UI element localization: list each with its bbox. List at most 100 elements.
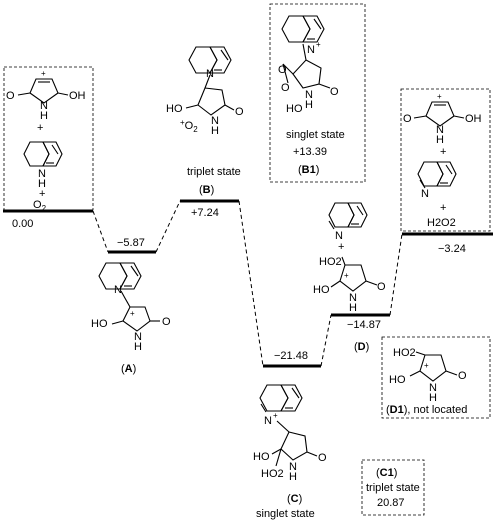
- D-O: O: [377, 281, 386, 293]
- C1-box: [361, 459, 425, 516]
- D1-HO: HO: [389, 374, 406, 386]
- D-H: H: [349, 302, 357, 314]
- label-C1: (C1): [376, 467, 397, 479]
- C-HO: HO: [253, 451, 270, 463]
- D-HO2: HO2: [319, 256, 342, 268]
- thq-N: N: [38, 168, 46, 180]
- structure-D: N + HO2 + HO O N H: [313, 202, 386, 314]
- energy-A: −5.87: [117, 237, 145, 249]
- plus-1: +: [37, 122, 43, 134]
- B-O2: +O2: [180, 118, 198, 134]
- label-D1: (D1), not located: [386, 404, 467, 416]
- label-B1: (B1): [298, 164, 319, 176]
- energy-products: −3.24: [438, 243, 466, 255]
- structure-C: N + HO O N H HO2: [253, 384, 327, 483]
- energy-B: +7.24: [191, 207, 219, 219]
- plus-3: +: [440, 146, 446, 158]
- reactant-O: O: [6, 90, 15, 102]
- connector-C-D: [320, 314, 332, 367]
- label-D: (D): [354, 341, 369, 353]
- state-B1: singlet state: [286, 129, 345, 141]
- D-radical-plus: +: [344, 271, 349, 280]
- C-H: H: [289, 471, 297, 483]
- connector-B-C: [238, 200, 264, 367]
- state-B: triplet state: [187, 166, 241, 178]
- C-O: O: [318, 452, 327, 464]
- C-plus: +: [273, 411, 278, 420]
- B1-N: N: [307, 44, 315, 56]
- reactant-radical-plus: +: [41, 69, 46, 78]
- products-box: [400, 88, 491, 232]
- C-N2: N: [289, 461, 297, 473]
- reactant-N: N: [40, 100, 48, 112]
- dhq-N: N: [421, 188, 429, 200]
- product-H2O2: H2O2: [427, 217, 456, 229]
- plus-4: +: [440, 202, 446, 214]
- A-H: H: [134, 341, 142, 353]
- B1-box: [269, 3, 366, 183]
- reactant-H: H: [40, 110, 48, 122]
- reactant-pyrrolone: + O OH N H: [6, 69, 86, 122]
- product-H: H: [436, 134, 444, 146]
- reactants-box: [3, 66, 94, 211]
- B-N2: N: [211, 115, 219, 127]
- D-N: N: [335, 230, 343, 242]
- label-A: (A): [121, 363, 136, 375]
- D1-box: [381, 336, 491, 419]
- B1-O-carbonyl: O: [330, 86, 339, 98]
- D-plus: +: [338, 241, 344, 253]
- product-dihydroquinoline: N: [417, 161, 457, 200]
- structure-B: N HO O N H +O2: [166, 46, 244, 137]
- B-O: O: [235, 106, 244, 118]
- state-C: singlet state: [256, 508, 315, 520]
- A-HO: HO: [91, 318, 108, 330]
- connector-A-B: [155, 200, 181, 253]
- B1-N2: N: [305, 89, 313, 101]
- energy-reactants: 0.00: [12, 218, 33, 230]
- B-H: H: [211, 125, 219, 137]
- energy-B1: +13.39: [293, 146, 327, 158]
- reactant-tetrahydroquinoline: N H: [23, 141, 63, 190]
- structure-A: N + HO O N H: [91, 262, 171, 353]
- B1-HO: HO: [286, 103, 303, 115]
- C-N: N: [264, 415, 272, 427]
- A-N2: N: [134, 331, 142, 343]
- product-pyrrolone: + O OH N H: [403, 92, 482, 146]
- A-O: O: [162, 316, 171, 328]
- A-plus: +: [130, 309, 135, 318]
- structure-D1: HO2 + HO O N H: [389, 347, 467, 404]
- B1-O-bottom: O: [281, 82, 290, 94]
- reactant-O2: O2: [33, 199, 47, 213]
- C-HO2: HO2: [261, 468, 284, 480]
- D-N2: N: [349, 292, 357, 304]
- energy-C: −21.48: [274, 350, 308, 362]
- label-C: (C): [287, 493, 302, 505]
- label-B: (B): [199, 184, 214, 196]
- product-OH: OH: [465, 113, 482, 125]
- D1-O: O: [458, 370, 467, 382]
- product-plus-charge: +: [437, 92, 442, 101]
- B1-O-top: O: [278, 64, 287, 76]
- thq-H: H: [38, 178, 46, 190]
- B-N: N: [206, 68, 214, 80]
- D-HO: HO: [313, 284, 330, 296]
- D1-N: N: [429, 382, 437, 394]
- product-O: O: [403, 113, 412, 125]
- D1-radical-plus: +: [424, 361, 429, 370]
- structure-B1: N + O O O N H HO: [278, 15, 339, 115]
- reactant-OH: OH: [69, 90, 86, 102]
- connector-D-products: [389, 233, 403, 316]
- state-C1: triplet state: [366, 482, 420, 494]
- A-N: N: [114, 284, 122, 296]
- energy-C1: 20.87: [377, 497, 405, 509]
- plus-2: +: [39, 188, 45, 200]
- D1-HO2: HO2: [393, 347, 416, 359]
- energy-D: −14.87: [347, 319, 381, 331]
- connector-reactants-A: [92, 210, 109, 253]
- B-HO: HO: [166, 103, 183, 115]
- B1-H: H: [305, 99, 313, 111]
- D1-H: H: [429, 392, 437, 404]
- B1-plus: +: [316, 40, 321, 49]
- product-N: N: [436, 124, 444, 136]
